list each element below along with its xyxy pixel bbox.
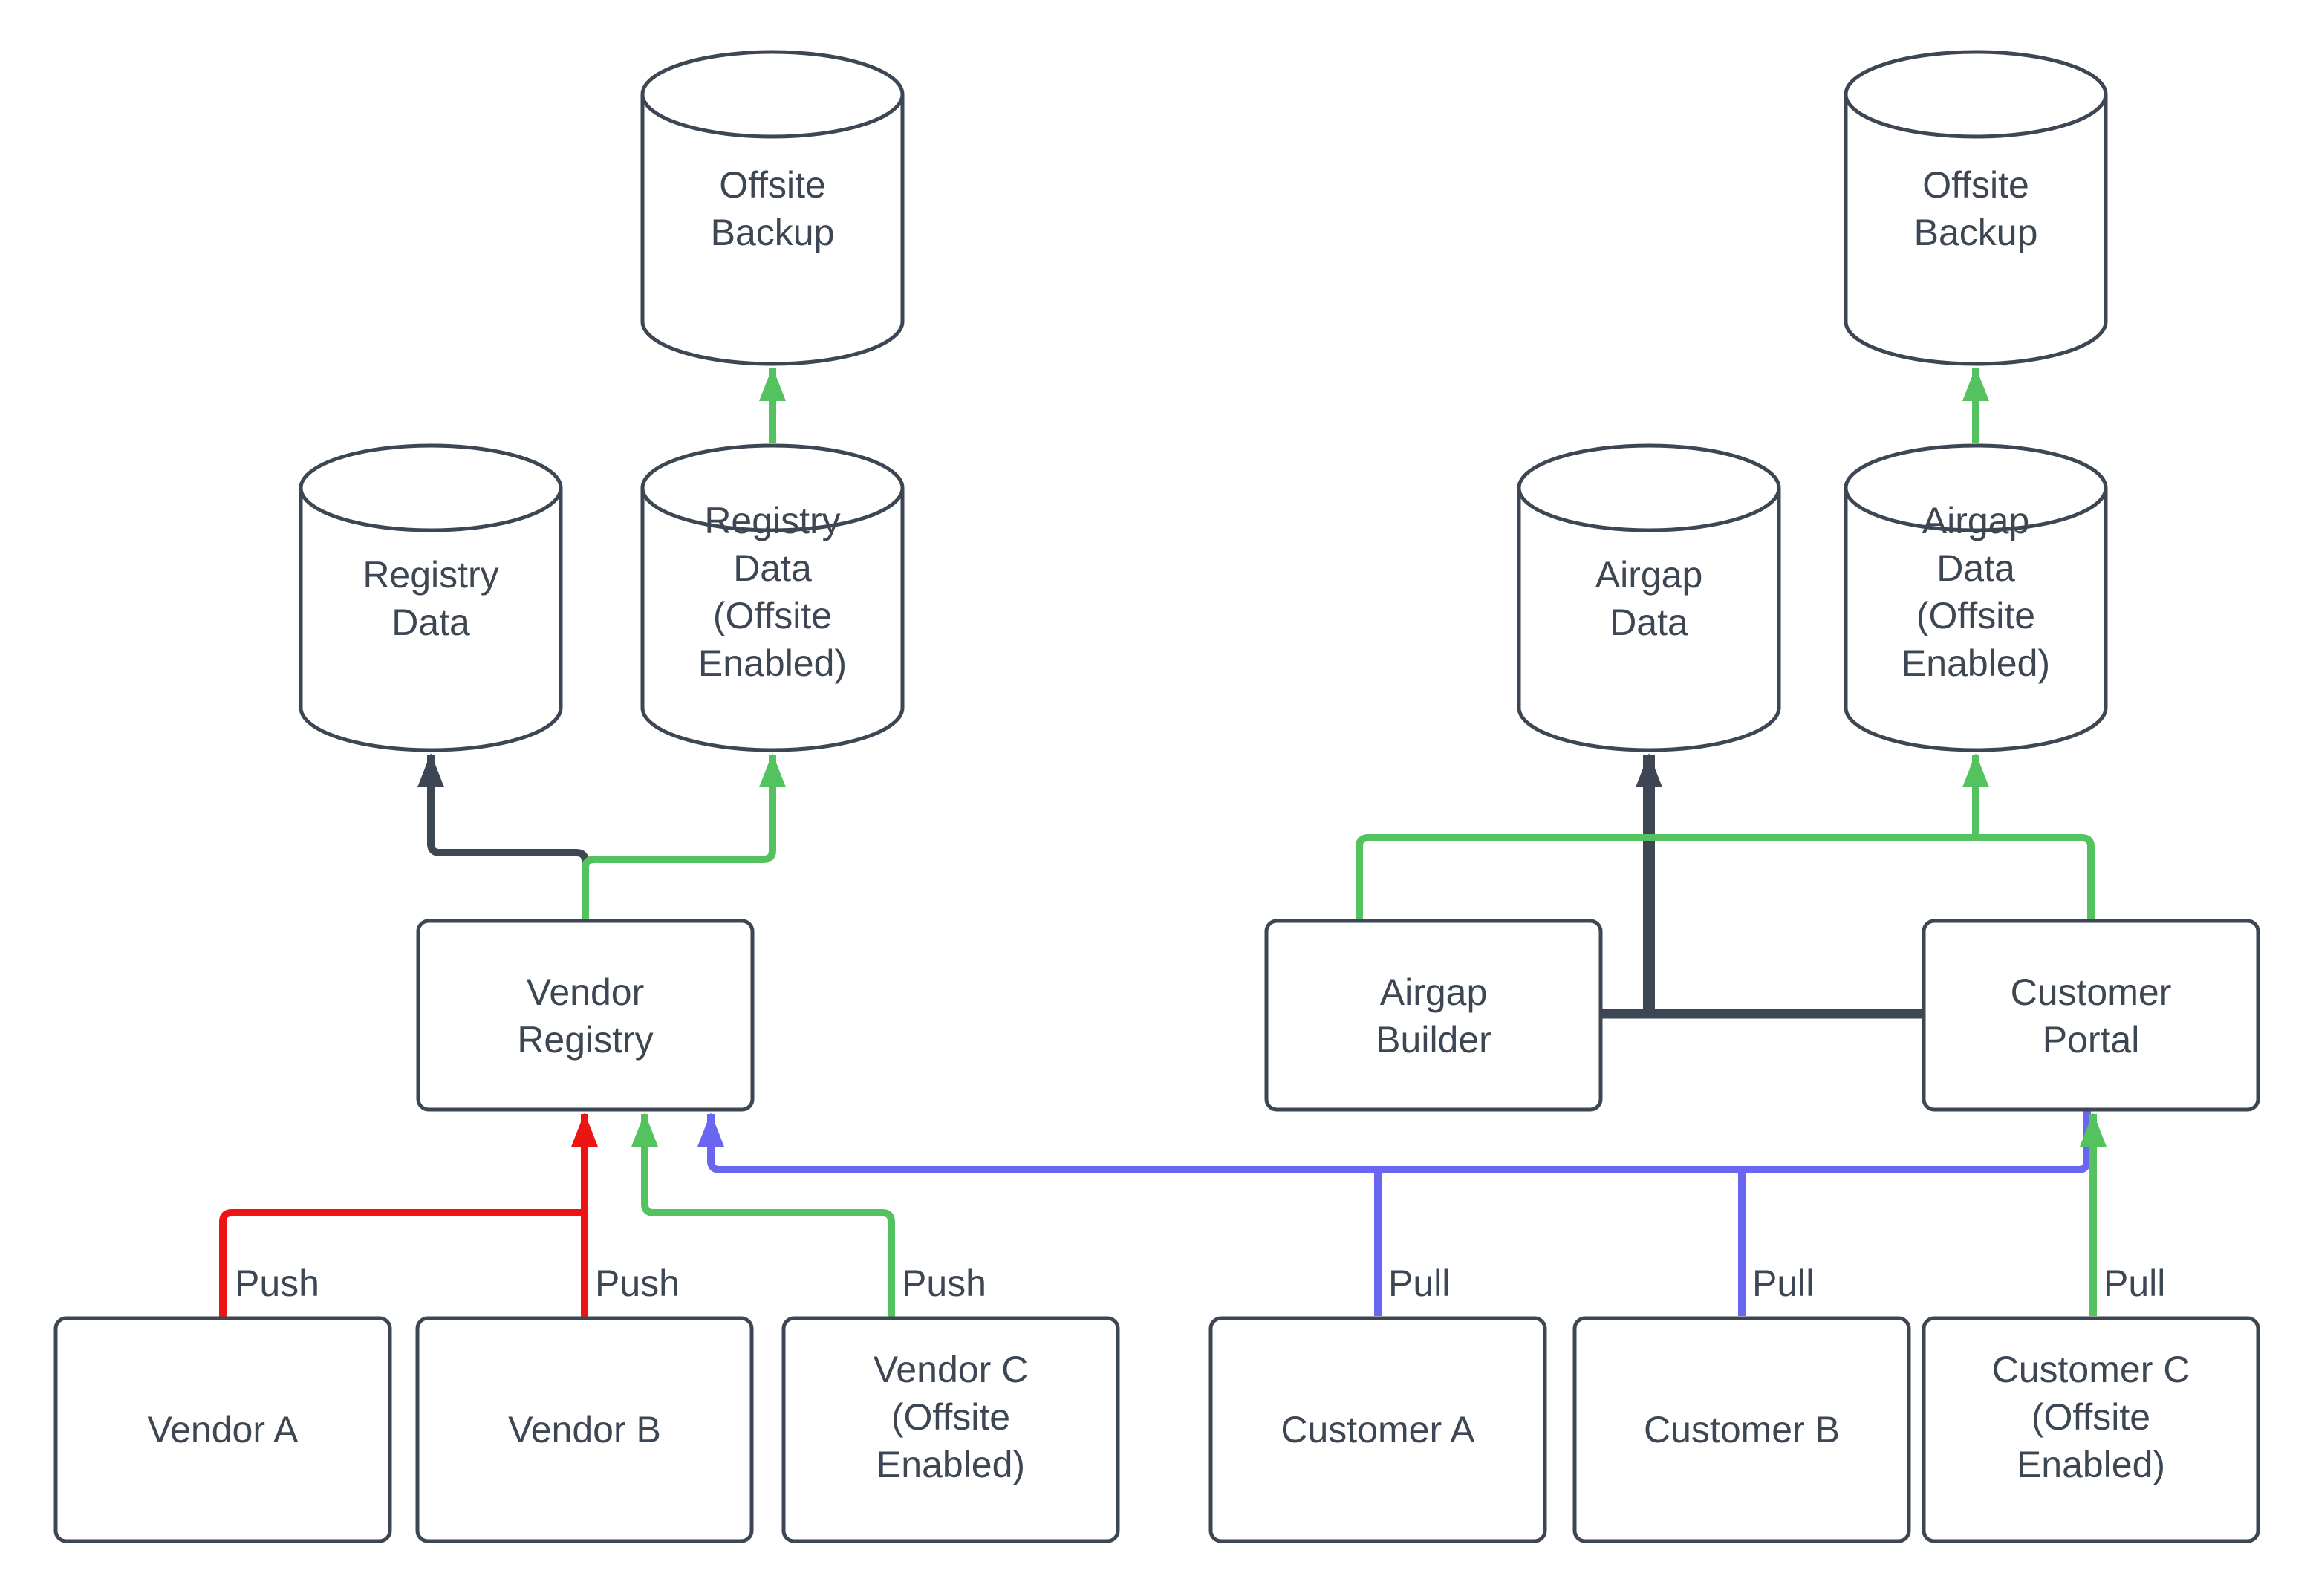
node-vendor-a: Vendor A — [53, 1316, 392, 1543]
node-label: Airgap — [1922, 500, 2030, 541]
edge-vendor-registry-to-registry-data-offsite — [582, 753, 786, 925]
node-customer-portal: Customer Portal — [1922, 919, 2260, 1112]
box-shape — [1572, 1316, 1911, 1543]
cylinder-top — [1844, 443, 2108, 532]
node-customer-a: Customer A — [1208, 1316, 1547, 1543]
edge-vendor-registry-to-registry-data — [417, 753, 589, 925]
node-label: Backup — [1914, 212, 2038, 253]
edge-customer-portal-to-airgap-builder — [1356, 834, 2095, 925]
node-customer-c-offsite: Customer C (Offsite Enabled) — [1922, 1316, 2260, 1543]
node-label: Data — [391, 602, 470, 643]
edge-pull-trunk-to-vendor-registry — [697, 1111, 2091, 1173]
box-shape — [415, 1316, 754, 1543]
cylinder-top — [1517, 443, 1781, 532]
node-label: Offsite — [719, 164, 826, 206]
node-label: (Offsite — [891, 1396, 1010, 1438]
box-shape — [781, 1316, 1120, 1543]
box-shape — [1264, 919, 1603, 1112]
cylinder-shape — [299, 488, 563, 752]
cylinder-top — [299, 443, 563, 532]
node-label: (Offsite — [713, 595, 832, 636]
cylinder-shape — [1517, 488, 1781, 752]
node-airgap-builder: Airgap Builder — [1264, 919, 1603, 1112]
node-offsite-backup-right: Offsite Backup — [1844, 50, 2108, 366]
node-customer-b: Customer B — [1572, 1316, 1911, 1543]
cylinder-shape — [1844, 488, 2108, 752]
cylinder-top — [640, 50, 905, 139]
edge-label-pull-customer-b: Pull — [1752, 1263, 1814, 1304]
box-shape — [1922, 1316, 2260, 1543]
node-offsite-backup-left: Offsite Backup — [640, 50, 905, 366]
node-label: Portal — [2043, 1019, 2140, 1061]
node-label: Enabled) — [698, 642, 847, 684]
edge-label-push-vendor-a: Push — [235, 1263, 319, 1304]
node-label: Data — [733, 547, 812, 589]
node-vendor-b: Vendor B — [415, 1316, 754, 1543]
node-label: (Offsite — [2031, 1396, 2150, 1438]
node-label: Customer B — [1644, 1409, 1840, 1450]
edge-label-push-vendor-b: Push — [595, 1263, 680, 1304]
box-shape — [416, 919, 755, 1112]
edge-vendor-a-push — [219, 1209, 585, 1318]
node-registry-data-offsite: Registry Data (Offsite Enabled) — [640, 443, 905, 752]
node-label: Customer — [2011, 971, 2172, 1013]
node-label: Customer C — [1992, 1349, 2190, 1390]
node-label: Backup — [711, 212, 835, 253]
node-label: Data — [1610, 602, 1688, 643]
edge-label-pull-customer-c: Pull — [2104, 1263, 2165, 1304]
node-label: Builder — [1376, 1019, 1491, 1061]
node-label: Registry — [517, 1019, 653, 1061]
node-label: Vendor C — [874, 1349, 1028, 1390]
box-shape — [53, 1316, 392, 1543]
cylinder-shape — [1844, 94, 2108, 366]
node-registry-data: Registry Data — [299, 443, 563, 752]
edge-label-push-vendor-c: Push — [902, 1263, 986, 1304]
node-label: Customer A — [1281, 1409, 1475, 1450]
node-label: Registry — [362, 554, 498, 596]
node-label: Offsite — [1922, 164, 2029, 206]
node-airgap-data-offsite: Airgap Data (Offsite Enabled) — [1844, 443, 2108, 752]
edge-label-pull-customer-a: Pull — [1388, 1263, 1450, 1304]
node-label: Enabled) — [1902, 642, 2050, 684]
node-airgap-data: Airgap Data — [1517, 443, 1781, 752]
node-label: Vendor A — [148, 1409, 299, 1450]
box-shape — [1208, 1316, 1547, 1543]
node-label: Enabled) — [2017, 1444, 2165, 1485]
cylinder-shape — [640, 488, 905, 752]
node-label: Vendor — [527, 971, 644, 1013]
cylinder-top — [1844, 50, 2108, 139]
cylinder-top — [640, 443, 905, 532]
node-label: (Offsite — [1916, 595, 2035, 636]
node-vendor-c-offsite: Vendor C (Offsite Enabled) — [781, 1316, 1120, 1543]
node-label: Vendor B — [508, 1409, 661, 1450]
node-label: Airgap — [1595, 554, 1703, 596]
node-label: Enabled) — [876, 1444, 1025, 1485]
node-label: Data — [1936, 547, 2015, 589]
node-label: Registry — [704, 500, 840, 541]
node-label: Airgap — [1380, 971, 1488, 1013]
node-vendor-registry: Vendor Registry — [416, 919, 755, 1112]
box-shape — [1922, 919, 2260, 1112]
edge-vendor-c-push — [631, 1113, 895, 1318]
cylinder-shape — [640, 94, 905, 366]
